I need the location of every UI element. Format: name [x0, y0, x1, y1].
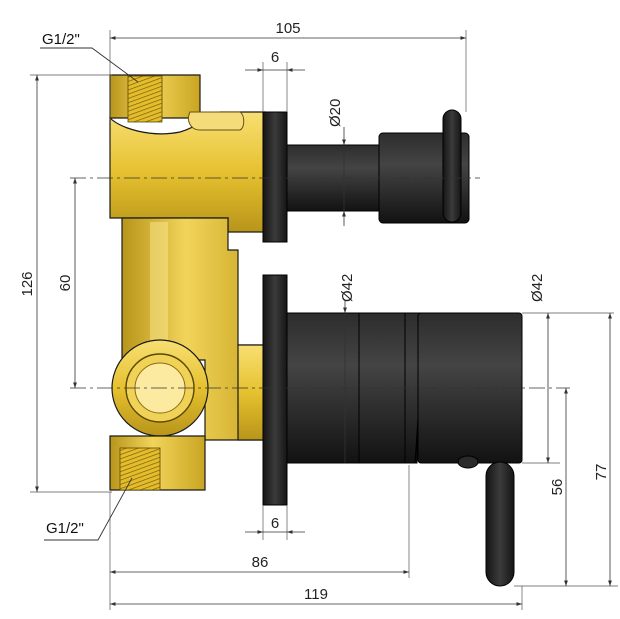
- centre-lines: [70, 177, 570, 389]
- upper-flange-plate: [262, 111, 288, 243]
- upper-knob-pin: [442, 109, 462, 223]
- callout-leader-bottom: [44, 477, 133, 541]
- mixer-handle-trim: [262, 274, 523, 587]
- upper-body-block: [109, 111, 266, 233]
- middle-body-highlight: [150, 222, 168, 352]
- dimension-lines: 105 6 Ø20 126 60 Ø42 Ø42 56: [19, 20, 618, 610]
- dim-handle-body-diameter: Ø42: [339, 274, 356, 302]
- upper-diverter-trim: [262, 109, 470, 243]
- dim-flange-thickness-bottom: 6: [271, 515, 279, 532]
- lever-pivot: [457, 455, 479, 469]
- dim-overall-width-bottom: 119: [304, 586, 328, 603]
- lower-flange-plate: [262, 274, 288, 506]
- upper-body-slot: [187, 111, 245, 131]
- dim-overall-height-right: 77: [593, 464, 610, 481]
- lever-arm: [485, 461, 515, 587]
- top-thread-section: [127, 75, 163, 123]
- dim-lever-drop: 56: [549, 479, 566, 496]
- dim-inlet-centres: 60: [57, 275, 74, 292]
- dim-spindle-diameter: Ø20: [327, 99, 344, 127]
- callout-thread-bottom: G1/2": [46, 520, 84, 537]
- dim-body-height: 126: [19, 271, 36, 296]
- callout-thread-top: G1/2": [42, 31, 80, 48]
- dim-cover-diameter: Ø42: [529, 274, 546, 302]
- dim-flange-thickness-top: 6: [271, 49, 279, 66]
- thread-callouts: G1/2" G1/2": [40, 31, 139, 541]
- dim-body-to-flange-depth: 86: [252, 554, 269, 571]
- bottom-thread-section: [119, 447, 161, 491]
- brass-valve-body: [109, 74, 269, 491]
- callout-leader-top: [40, 47, 139, 83]
- dim-overall-width-top: 105: [275, 20, 300, 37]
